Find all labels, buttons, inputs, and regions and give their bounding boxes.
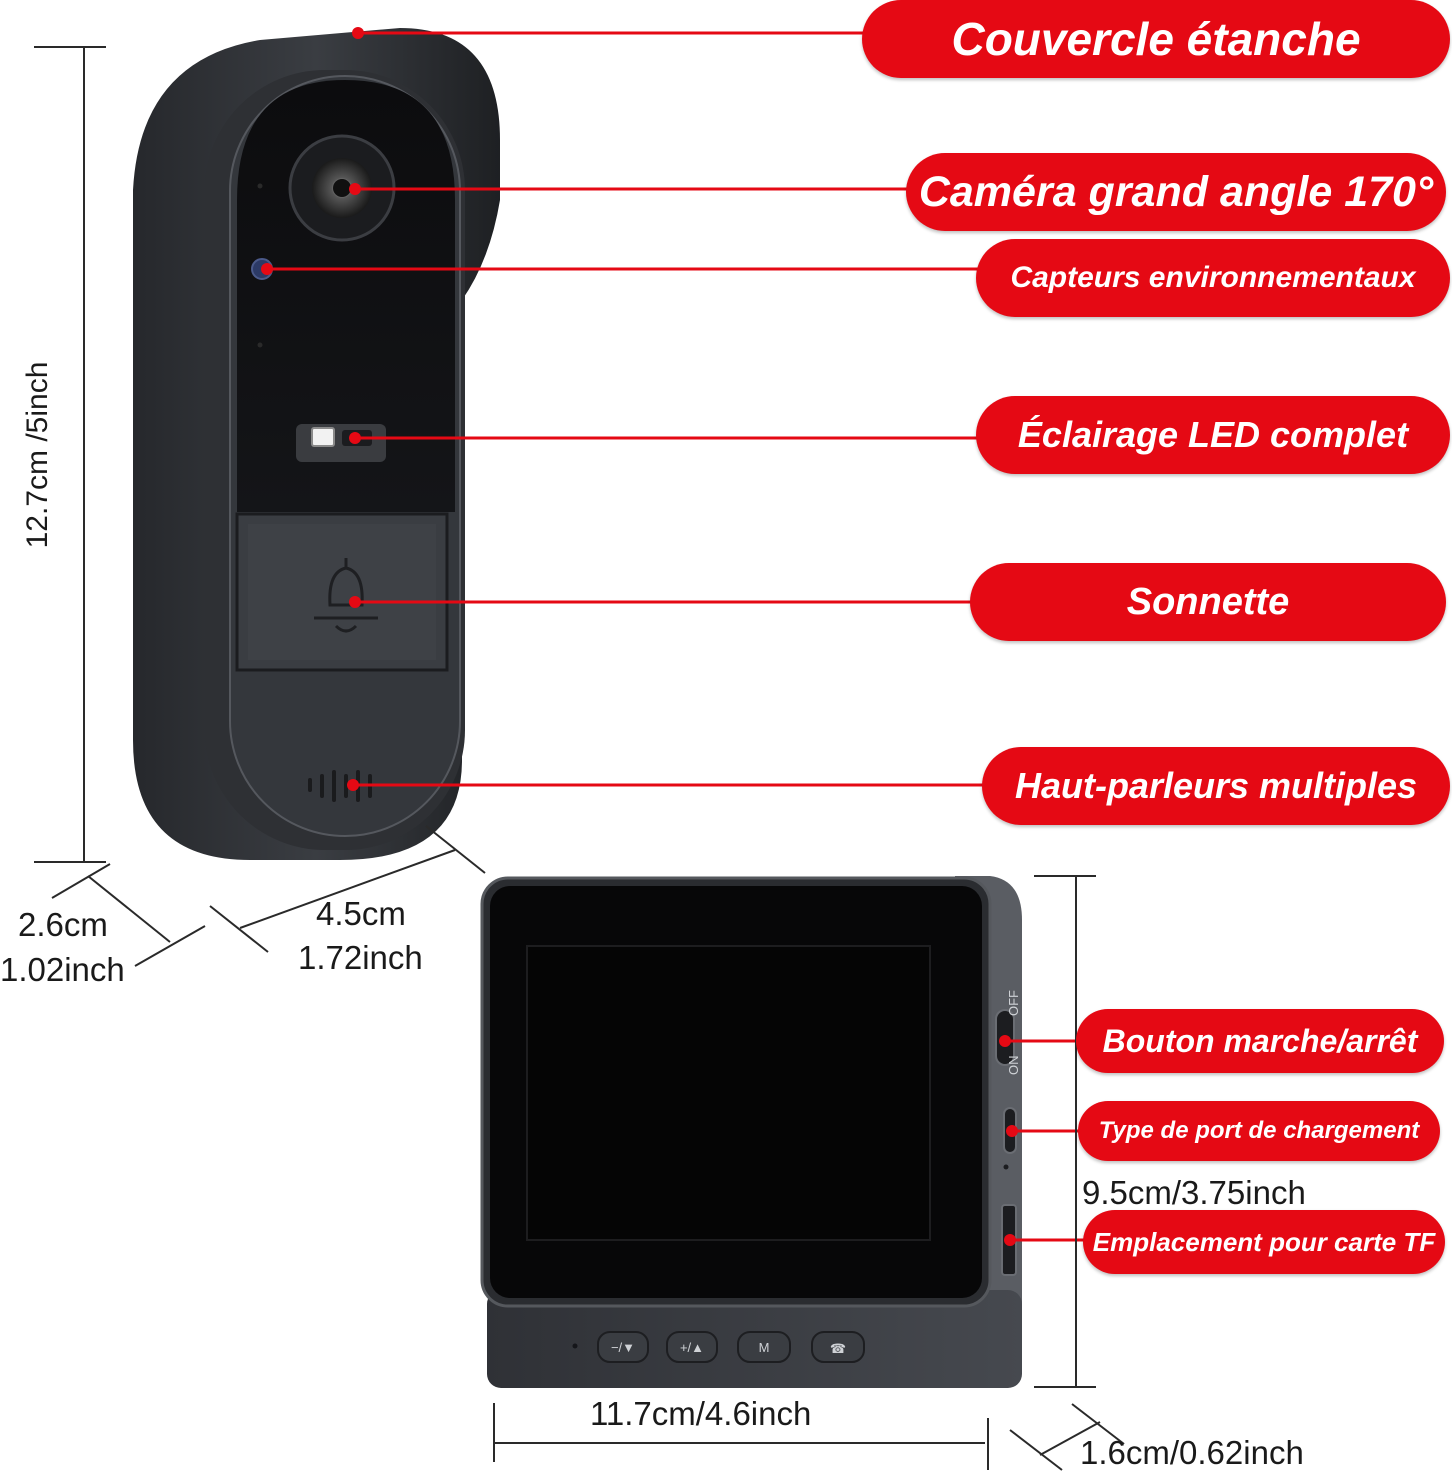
dot-port [1006, 1125, 1018, 1137]
dot-tf [1004, 1234, 1016, 1246]
mic-hole [572, 1343, 578, 1349]
monitor-depth-label: 1.6cm/0.62inch [1080, 1434, 1304, 1471]
callout-environment-sensors: Capteurs environnementaux [976, 239, 1450, 317]
bell-icon [314, 558, 378, 633]
monitor-screen [526, 945, 931, 1241]
call-button[interactable] [811, 1331, 865, 1363]
call-button-label: ☎ [830, 1341, 846, 1356]
callout-doorbell: Sonnette [970, 563, 1446, 641]
callout-led-lighting: Éclairage LED complet [976, 396, 1450, 474]
dot-speakers [347, 779, 359, 791]
led-housing [296, 424, 386, 462]
callout-power-button: Bouton marche/arrêt [1076, 1009, 1444, 1073]
dot-camera [349, 183, 361, 195]
reset-hole [1003, 1164, 1009, 1170]
doorbell-width-in-label: 1.72inch [298, 939, 423, 976]
doorbell-depth-in-label: 1.02inch [0, 951, 125, 988]
callout-speakers: Haut-parleurs multiples [982, 747, 1450, 825]
monitor-unit: OFF ON −/▼ +/▲ M ☎ [480, 876, 1022, 1388]
minus-button-label: −/▼ [611, 1340, 635, 1355]
menu-button-label: M [759, 1340, 770, 1355]
off-label: OFF [1006, 990, 1021, 1016]
monitor-height-label: 9.5cm/3.75inch [1082, 1174, 1306, 1211]
doorbell-height-label: 12.7cm /5inch [21, 361, 54, 549]
callout-lines [261, 27, 1085, 1246]
callout-waterproof-cover: Couvercle étanche [862, 0, 1450, 78]
on-label: ON [1006, 1056, 1021, 1076]
camera-lens-pupil [333, 179, 351, 197]
minus-button[interactable] [597, 1331, 649, 1363]
callout-wide-angle-camera: Caméra grand angle 170° [906, 153, 1446, 231]
sensor-dot-upper [257, 183, 263, 189]
doorbell-button-inner [248, 524, 436, 660]
dot-sensors [261, 263, 273, 275]
doorbell-depth-cm-label: 2.6cm [18, 906, 108, 943]
plus-button[interactable] [666, 1331, 718, 1363]
dot-led [349, 432, 361, 444]
sensor-dot-lower [257, 342, 263, 348]
doorbell-unit [133, 28, 500, 860]
dot-cover [352, 27, 364, 39]
led-light-icon [311, 427, 335, 447]
callout-tf-slot: Emplacement pour carte TF [1083, 1210, 1445, 1274]
plus-button-label: +/▲ [680, 1340, 704, 1355]
monitor-width-label: 11.7cm/4.6inch [590, 1395, 812, 1432]
doorbell-width-cm-label: 4.5cm [316, 895, 406, 932]
dot-power [999, 1035, 1011, 1047]
dot-bell [349, 596, 361, 608]
menu-button[interactable] [737, 1331, 791, 1363]
dimension-lines [34, 46, 1125, 1471]
callout-charging-port: Type de port de chargement [1078, 1101, 1440, 1161]
